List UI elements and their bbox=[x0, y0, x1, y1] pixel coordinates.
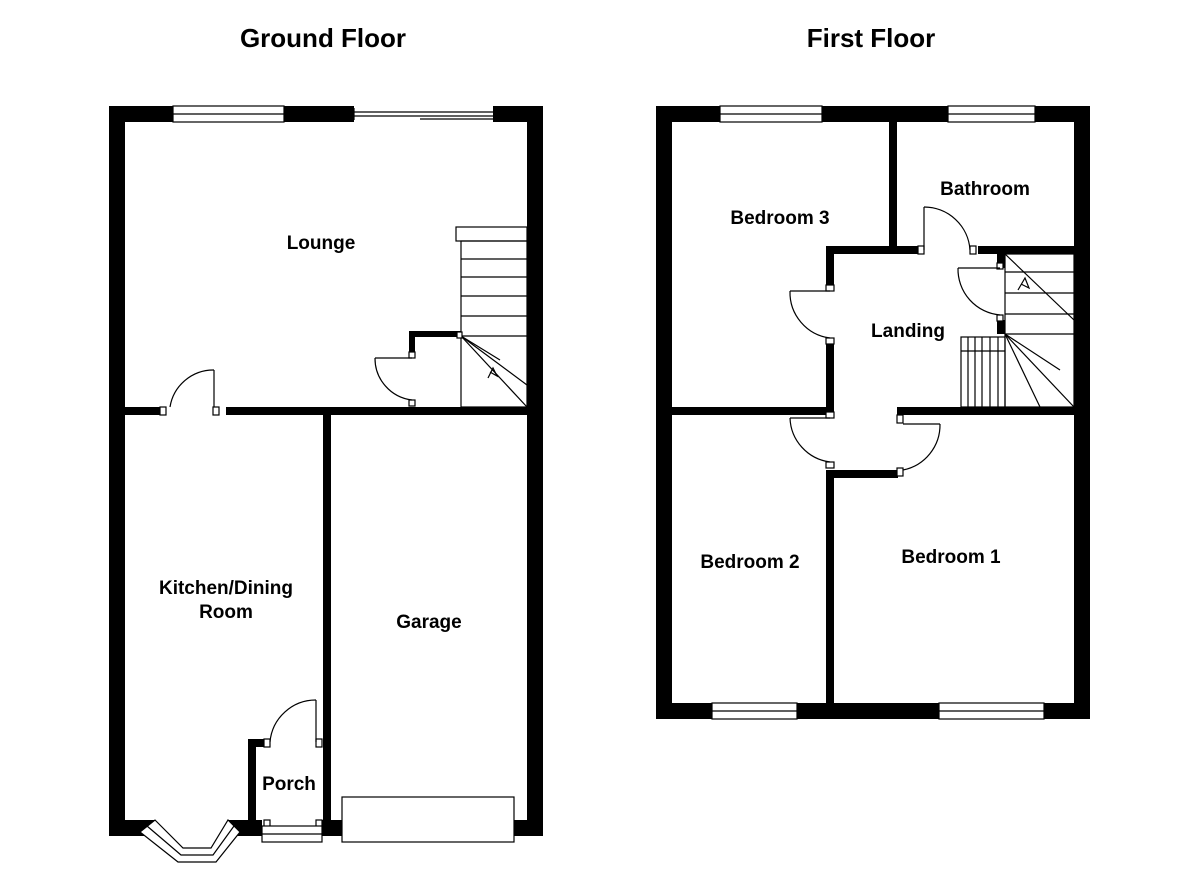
wall bbox=[826, 343, 834, 413]
wall bbox=[822, 106, 948, 122]
staircase bbox=[960, 253, 1075, 408]
garage-door bbox=[341, 796, 515, 843]
wall bbox=[226, 407, 527, 415]
wall bbox=[527, 106, 543, 836]
wall bbox=[889, 122, 897, 254]
staircase bbox=[455, 226, 528, 408]
wall bbox=[409, 331, 461, 337]
wall bbox=[826, 470, 834, 703]
first-floor-plan: Bedroom 3 Bathroom Landing Bedroom 2 Bed… bbox=[656, 105, 1090, 720]
window bbox=[938, 702, 1045, 720]
bay-window bbox=[139, 819, 241, 863]
wall bbox=[997, 320, 1005, 334]
first-floor-title: First Floor bbox=[807, 23, 936, 53]
wall bbox=[1044, 703, 1090, 719]
wall bbox=[656, 106, 672, 719]
wall bbox=[897, 407, 1074, 415]
wall bbox=[409, 331, 415, 353]
room-label-bedroom-1: Bedroom 1 bbox=[901, 547, 1001, 568]
ground-floor-title: Ground Floor bbox=[240, 23, 406, 53]
window bbox=[719, 105, 823, 123]
wall bbox=[125, 407, 160, 415]
window bbox=[711, 702, 798, 720]
wall bbox=[672, 407, 832, 415]
wall bbox=[248, 739, 268, 747]
wall bbox=[656, 703, 712, 719]
front-door bbox=[261, 825, 323, 843]
porch-door bbox=[263, 699, 323, 829]
room-label-garage: Garage bbox=[396, 612, 461, 633]
cupboard-door bbox=[374, 351, 416, 407]
window bbox=[947, 105, 1036, 123]
ground-floor-plan: Lounge Kitchen/Dining Room Garage Porch bbox=[109, 105, 543, 863]
wall bbox=[826, 470, 898, 478]
wall bbox=[109, 106, 125, 836]
wall bbox=[514, 820, 543, 836]
room-label-bathroom: Bathroom bbox=[940, 179, 1030, 200]
wall bbox=[826, 246, 918, 254]
room-label-landing: Landing bbox=[871, 321, 945, 342]
wall bbox=[797, 703, 939, 719]
wall bbox=[248, 739, 256, 836]
window bbox=[172, 105, 285, 123]
kitchen-door bbox=[159, 369, 220, 416]
bathroom-door bbox=[917, 206, 977, 255]
bedroom3-door bbox=[789, 284, 835, 345]
patio-door bbox=[353, 108, 493, 120]
room-label-bedroom-2: Bedroom 2 bbox=[700, 552, 799, 573]
room-label-porch: Porch bbox=[262, 774, 316, 795]
room-label-lounge: Lounge bbox=[287, 233, 356, 254]
wall bbox=[978, 246, 1074, 254]
wall bbox=[1074, 106, 1090, 719]
room-label-kitchen: Kitchen/Dining bbox=[159, 578, 293, 599]
wall bbox=[826, 246, 834, 286]
wall bbox=[284, 106, 354, 122]
room-label-kitchen-line2: Room bbox=[199, 602, 253, 623]
wall bbox=[323, 415, 331, 836]
bedroom1-door bbox=[896, 414, 941, 477]
bedroom2-door bbox=[789, 411, 835, 469]
wall bbox=[997, 254, 1005, 268]
room-label-bedroom-3: Bedroom 3 bbox=[730, 208, 829, 229]
cupboard-door bbox=[957, 262, 1004, 322]
